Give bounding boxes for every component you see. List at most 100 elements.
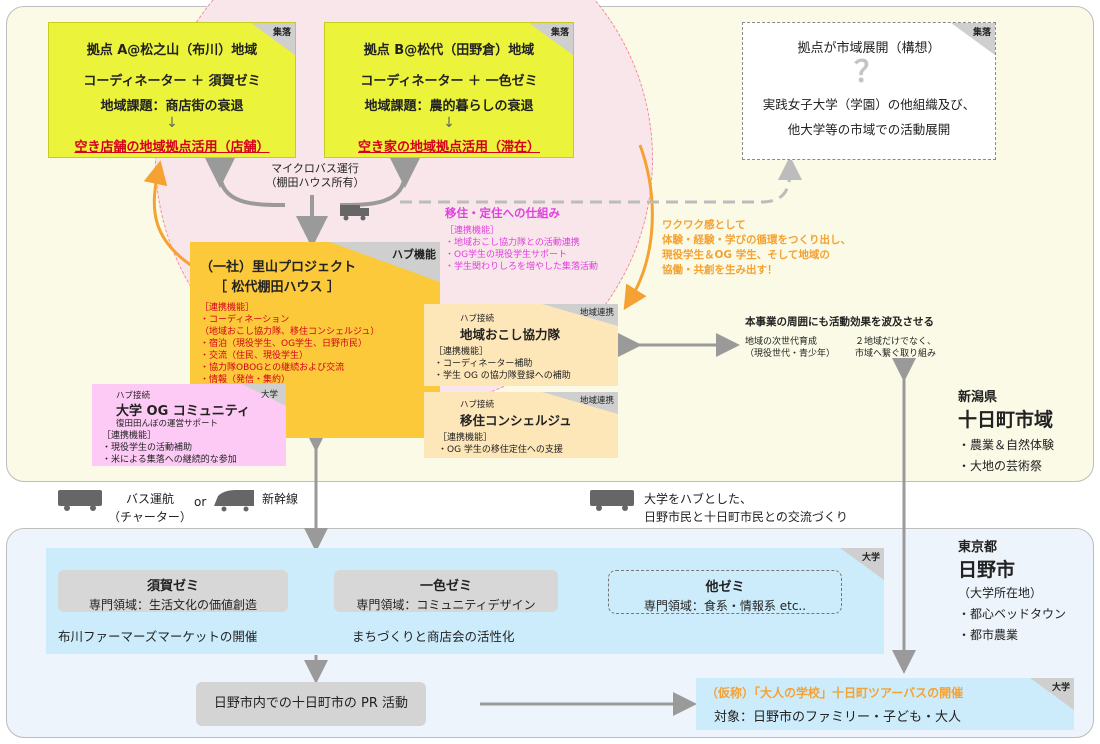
kyoryokutai-item: ・学生 OG の協力隊登録への補助 [434, 371, 571, 381]
isshiki-name: 一色ゼミ [419, 579, 472, 594]
migration-title: 移住・定住への仕組み [445, 206, 560, 220]
og-tag: 大学 [260, 390, 278, 400]
concierge-sub: ［連携機能］ [438, 433, 493, 443]
hub-tag: ハブ機能 [392, 248, 436, 261]
hub-item: ・コーディネーション [200, 315, 290, 325]
exchange-text: 大学をハブとした、 日野市民と十日町市民との交流づくり [644, 490, 848, 526]
kyoryokutai-pre: ハブ接続 [460, 314, 495, 324]
ripple-title: 本事業の周囲にも活動効果を波及させる [745, 316, 934, 328]
isshiki-seminar: 一色ゼミ 専門領域：コミュニティデザイン [334, 570, 558, 612]
future-line2: 他大学等の市域での活動展開 [787, 122, 951, 137]
seminars-panel: 大学 須賀ゼミ 専門領域：生活文化の価値創造 布川ファーマーズマーケットの開催 … [46, 548, 884, 654]
ripple-col1-line2: （現役世代・青少年） [745, 349, 836, 359]
suga-name: 須賀ゼミ [146, 579, 199, 594]
other-seminar: 他ゼミ 専門領域：食系・情報系 etc.. [608, 570, 842, 614]
suga-seminar: 須賀ゼミ 専門領域：生活文化の価値創造 [58, 570, 288, 612]
base-b-arrow: ↓ [443, 115, 455, 131]
kyoryokutai-item: ・コーディネーター補助 [434, 359, 533, 369]
hub-title1: （一社）里山プロジェクト [200, 260, 357, 275]
tokyo-pref: 東京都 [958, 540, 998, 555]
wakuwaku-line: 現役学生＆OG 学生、そして地域の [662, 249, 830, 261]
exchange-line2: 日野市民と十日町市民との交流づくり [644, 510, 848, 524]
or-text: or [194, 495, 207, 509]
hub-title2: ［ 松代棚田ハウス ］ [214, 280, 341, 295]
concierge-item: ・OG 学生の移住定住への支援 [438, 445, 563, 455]
kyoryokutai-title: 地域おこし協力隊 [460, 327, 561, 342]
question-mark-icon: ？ [854, 55, 884, 90]
niigata-item: ・大地の芸術祭 [958, 459, 1043, 473]
isshiki-field: 専門領域：コミュニティデザイン [356, 598, 536, 612]
concierge-pre: ハブ接続 [460, 400, 495, 410]
tokyo-item: ・都心ベッドタウン [958, 607, 1067, 621]
og-title: 大学 OG コミュニティ [116, 404, 250, 419]
future-box: 集落 拠点が市域展開（構想） ？ 実践女子大学（学園）の他組織及び、 他大学等の… [742, 22, 996, 160]
base-a-arrow: ↓ [166, 115, 178, 131]
hub-item: （地域おこし協力隊、移住コンシェルジュ） [200, 327, 380, 337]
tokyo-item: ・都市農業 [958, 628, 1019, 642]
school-title: （仮称）「大人の学校」十日町ツアーバスの開催 [706, 686, 964, 700]
school-target: 対象：日野市のファミリー・子ども・大人 [714, 710, 962, 725]
suga-activity: 布川ファーマーズマーケットの開催 [58, 629, 258, 644]
base-a-result: 空き店舗の地域拠点活用（店舗） [74, 140, 270, 155]
wakuwaku-line: ワクワク感として [662, 219, 746, 231]
hub-item: ・情報（発信・集約） [200, 375, 291, 385]
og-subtitle: 復田田んぼの運営サポート [116, 419, 219, 429]
orange-arc-right [623, 144, 654, 311]
bus-icon [58, 490, 102, 511]
suga-field: 専門領域：生活文化の価値創造 [88, 598, 257, 612]
future-tag: 集落 [972, 28, 991, 38]
hub-item: ・交流（住民、現役学生） [200, 351, 309, 361]
kyoryokutai-tag: 地域連携 [579, 308, 614, 318]
other-field: 専門領域：食系・情報系 etc.. [643, 599, 807, 613]
isshiki-activity: まちづくりと商店会の活性化 [352, 629, 515, 644]
hub-box: ハブ機能 （一社）里山プロジェクト ［ 松代棚田ハウス ］ ［連携機能］ ・コー… [190, 242, 440, 438]
bus-label: バス運航 （チャーター） [108, 490, 192, 526]
migration-item: ・地域おこし協力隊との活動連携 [445, 238, 580, 248]
concierge-box: 地域連携 ハブ接続 移住コンシェルジュ ［連携機能］ ・OG 学生の移住定住への… [424, 392, 618, 458]
wakuwaku-line: 体験・経験・学びの循環をつくり出し、 [662, 234, 851, 246]
microbus-line1: マイクロバス運行 [271, 162, 359, 175]
base-a-box: 集落 拠点 A@松之山（布川）地域 コーディネーター ＋ 須賀ゼミ 地域課題：商… [48, 22, 296, 158]
niigata-city: 十日町市域 [958, 409, 1054, 431]
og-community-box: 大学 ハブ接続 大学 OG コミュニティ 復田田んぼの運営サポート ［連携機能］… [92, 384, 286, 466]
base-b-line2: 地域課題：農的暮らしの衰退 [364, 99, 534, 114]
truck-icon [340, 205, 369, 221]
migration-item: ・学生関わりしろを増やした集落活動 [445, 262, 599, 272]
migration-sub: ［連携機能］ [445, 226, 500, 236]
bus-arrow-a [203, 155, 286, 207]
base-b-line1: コーディネーター ＋ 一色ゼミ [360, 74, 538, 89]
microbus-label: マイクロバス運行 （棚田ハウス所有） [250, 162, 380, 190]
og-pre: ハブ接続 [116, 391, 151, 401]
ripple-col1-line1: 地域の次世代育成 [745, 337, 818, 347]
migration-item: ・OG学生の現役学生サポート [445, 250, 568, 260]
hub-functions: ［連携機能］ ・コーディネーション （地域おこし協力隊、移住コンシェルジュ） ・… [200, 302, 440, 386]
base-a-title: 拠点 A@松之山（布川）地域 [86, 43, 258, 58]
ripple-col2-line1: ２地域だけでなく、 [855, 337, 937, 347]
seminars-tag: 大学 [861, 553, 880, 563]
adult-school-box: 大学 （仮称）「大人の学校」十日町ツアーバスの開催 対象：日野市のファミリー・子… [696, 678, 1074, 730]
bus-arrow-b [339, 155, 422, 207]
ripple-col2-line2: 市域へ繋ぐ取り組み [855, 349, 937, 359]
wakuwaku-line: 協働・共創を生み出す！ [662, 264, 778, 276]
wakuwaku-text: ワクワク感として 体験・経験・学びの循環をつくり出し、 現役学生＆OG 学生、そ… [662, 218, 892, 278]
niigata-item: ・農業＆自然体験 [958, 438, 1055, 452]
base-b-box: 集落 拠点 B@松代（田野倉）地域 コーディネーター ＋ 一色ゼミ 地域課題：農… [324, 22, 574, 158]
og-item: ・現役学生の活動補助 [102, 443, 193, 453]
orange-arc-left [143, 160, 196, 270]
charter-text: （チャーター） [108, 510, 192, 524]
bus-text: バス運航 [125, 492, 174, 506]
base-a-line2: 地域課題：商店街の衰退 [100, 99, 244, 114]
tokyo-city: 日野市 [958, 559, 1016, 581]
og-sub: ［連携機能］ [102, 431, 157, 441]
exchange-line1: 大学をハブとした、 [644, 492, 753, 506]
pr-activity-box: 日野市内での十日町市の PR 活動 [196, 682, 426, 726]
kyoryokutai-sub: ［連携機能］ [434, 347, 489, 357]
school-tag: 大学 [1051, 683, 1070, 693]
ripple-block: 本事業の周囲にも活動効果を波及させる 地域の次世代育成 （現役世代・青少年） ２… [745, 314, 1005, 359]
base-b-title: 拠点 B@松代（田野倉）地域 [363, 43, 535, 58]
other-name: 他ゼミ [705, 580, 745, 595]
microbus-line2: （棚田ハウス所有） [265, 176, 365, 189]
base-a-tag: 集落 [272, 28, 291, 38]
hub-item: ・宿泊（現役学生、OG学生、日野市民） [200, 339, 368, 349]
niigata-pref: 新潟県 [958, 390, 998, 405]
